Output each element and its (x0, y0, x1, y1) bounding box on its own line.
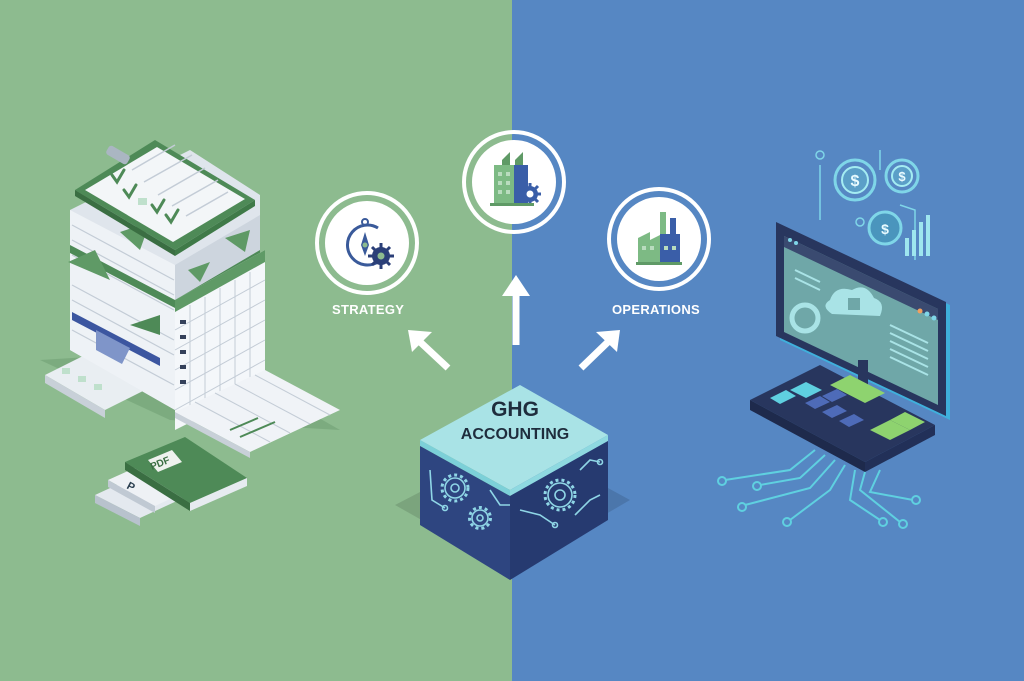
operations-node (607, 187, 711, 291)
strategy-node (315, 191, 419, 295)
compass-gear-icon (346, 218, 394, 269)
bar-chart-icon (905, 215, 930, 256)
cube-title-ghg: GHG (491, 398, 539, 421)
ghg-accounting-cube (395, 385, 630, 580)
pdf-books-illustration: P PDF (95, 437, 247, 526)
computer-illustration: $ $ $ (717, 150, 950, 529)
top-node (462, 130, 566, 234)
strategy-label: STRATEGY (332, 302, 405, 317)
arrow-up-icon (502, 275, 530, 345)
cube-title-accounting: ACCOUNTING (460, 426, 570, 443)
coin-icon: $ (884, 158, 920, 194)
arrows (408, 275, 620, 371)
operations-label: OPERATIONS (612, 302, 700, 317)
svg-text:$: $ (851, 173, 860, 190)
document-stack-illustration (40, 140, 340, 458)
svg-text:$: $ (881, 221, 889, 237)
coin-icon: $ (833, 158, 877, 202)
factory-gear-icon (490, 152, 541, 206)
svg-text:$: $ (898, 169, 906, 184)
arrow-up-right-icon (578, 330, 620, 371)
factory-icon (636, 212, 682, 265)
coin-icon: $ (867, 210, 903, 246)
arrow-up-left-icon (408, 330, 451, 371)
